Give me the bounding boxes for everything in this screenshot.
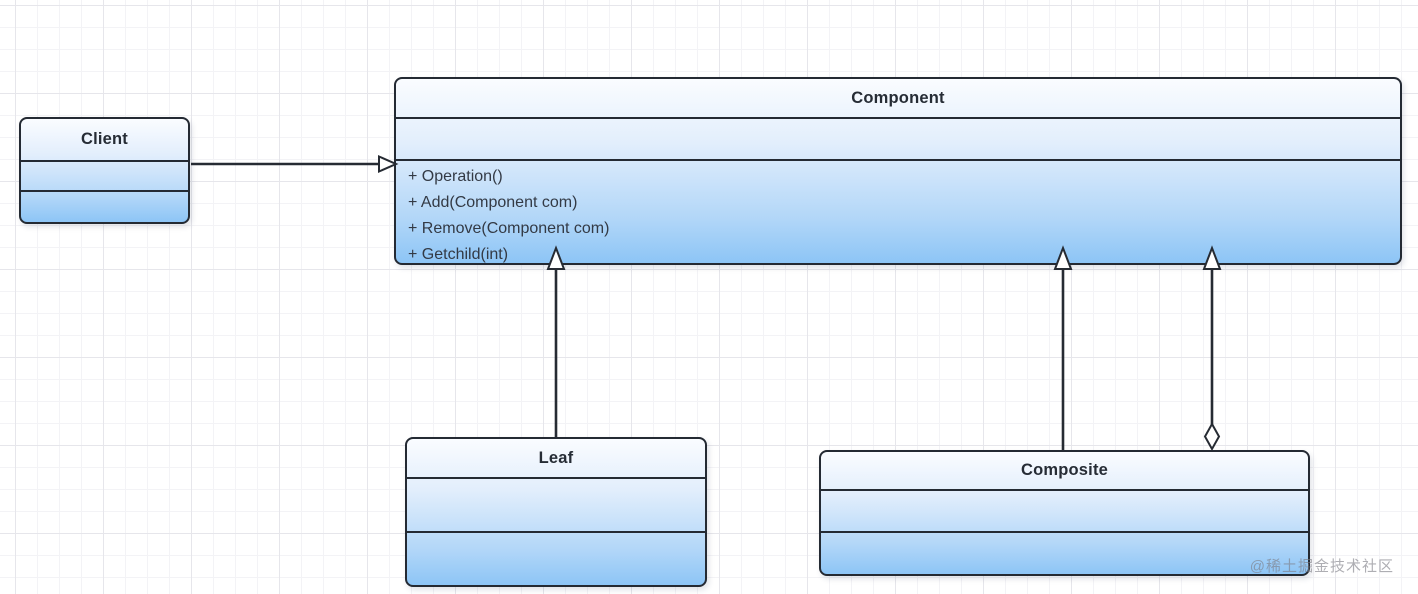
class-box-client[interactable]: Client [19, 117, 190, 224]
watermark: @稀土掘金技术社区 [1249, 558, 1394, 575]
hollow-triangle-icon [1202, 245, 1222, 270]
method-operation: + Operation() [408, 168, 503, 185]
class-title-client: Client [80, 130, 129, 148]
method-remove: + Remove(Component com) [408, 220, 610, 237]
class-title-component: Component [851, 88, 945, 107]
hollow-triangle-icon [1053, 245, 1073, 270]
class-title-composite: Composite [1020, 461, 1109, 479]
method-list: + Operation() + Add(Component com) + Rem… [396, 161, 1400, 268]
class-operations-component: + Operation() + Add(Component com) + Rem… [396, 159, 1400, 268]
class-box-composite[interactable]: Composite [819, 450, 1310, 576]
method-getchild: + Getchild(int) [408, 246, 509, 263]
class-operations-leaf [407, 531, 705, 585]
hollow-triangle-icon [546, 245, 566, 270]
class-attributes-leaf [407, 477, 705, 531]
class-attributes-composite [821, 489, 1308, 531]
class-operations-client [21, 190, 188, 222]
open-arrowhead-icon [378, 154, 399, 174]
connector-composite-component-generalization[interactable] [1053, 245, 1073, 451]
connector-leaf-component-generalization[interactable] [546, 245, 566, 438]
class-operations-composite [821, 531, 1308, 574]
class-attributes-client [21, 160, 188, 190]
connector-client-component-association[interactable] [191, 154, 399, 174]
method-add: + Add(Component com) [408, 194, 578, 211]
class-box-component[interactable]: Component + Operation() + Add(Component … [394, 77, 1402, 265]
connector-component-composite-aggregation[interactable] [1202, 245, 1222, 452]
hollow-diamond-icon [1203, 421, 1221, 452]
class-attributes-component [396, 117, 1400, 159]
class-title-leaf: Leaf [538, 448, 574, 467]
